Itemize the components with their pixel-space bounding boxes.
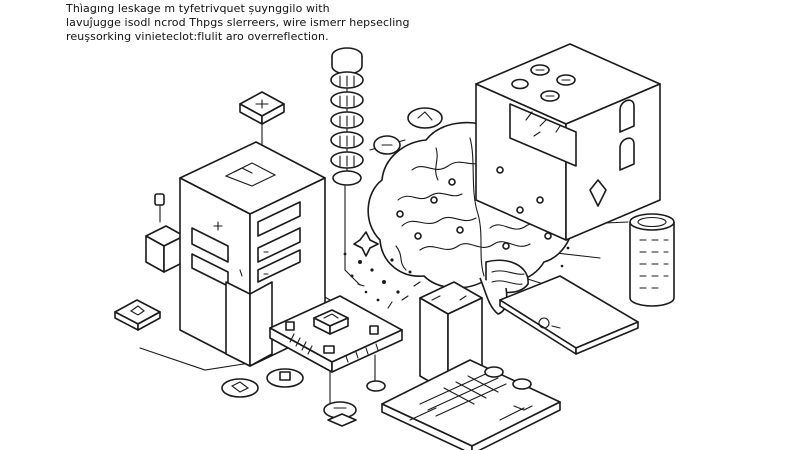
cabinet-icon bbox=[475, 43, 661, 241]
caption-text: Thìaǥıng leskage m tyfetrivquet șuynggil… bbox=[66, 2, 446, 44]
storage-cylinder-icon bbox=[629, 213, 675, 307]
caption-line: reuşsorking vinieteclot:flulit aro overr… bbox=[66, 30, 329, 43]
circuit-board-icon bbox=[269, 295, 403, 373]
brain-nodes bbox=[396, 166, 552, 250]
caption-line: Thìaǥıng leskage m tyfetrivquet șuynggil… bbox=[66, 2, 330, 15]
small-tokens bbox=[221, 368, 386, 427]
slab-icon bbox=[499, 275, 639, 355]
tile-icon bbox=[114, 299, 161, 331]
server-tower-icon bbox=[179, 141, 326, 367]
small-cube-icon bbox=[145, 193, 185, 273]
disc-stack-icon bbox=[330, 47, 364, 186]
diamond-node-icon bbox=[239, 91, 285, 125]
control-panel-icon bbox=[381, 359, 561, 450]
node-icon bbox=[373, 107, 443, 155]
caption-line: lavuĵugge isodl ncrod Thpgs slerreers, w… bbox=[66, 16, 410, 29]
